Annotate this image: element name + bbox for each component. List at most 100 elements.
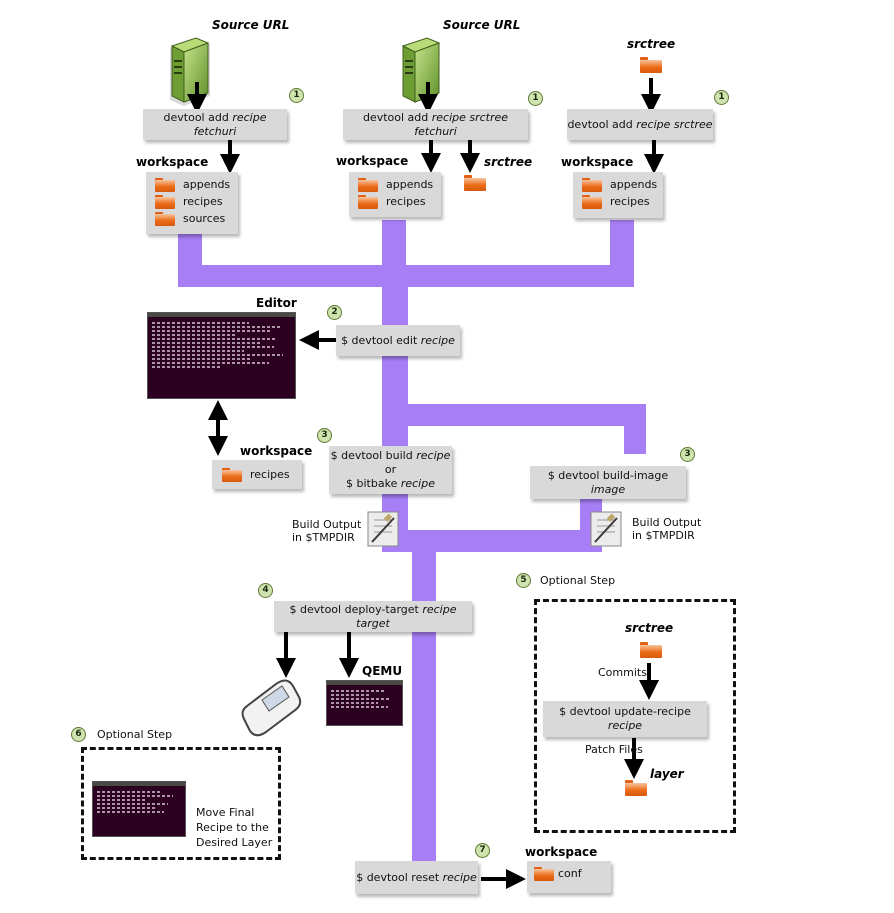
folder-icon <box>358 194 378 209</box>
devtool-build-image-command: $ devtool build-image image <box>530 466 686 499</box>
step-badge: 5 <box>516 573 531 588</box>
folder-icon <box>358 177 378 192</box>
workspace-item: recipes <box>222 466 290 483</box>
workspace-item-label: conf <box>558 866 582 880</box>
editor-label: Editor <box>256 296 297 310</box>
command-args: recipe fetchuri <box>193 110 267 138</box>
editor-terminal <box>147 312 296 399</box>
optional-step-label: Optional Step <box>97 728 173 741</box>
devtool-add-srctree-command: devtool add recipe srctree <box>567 109 713 140</box>
workspace-item-label: recipes <box>183 194 223 208</box>
folder-icon <box>155 211 175 226</box>
layer-folder-icon <box>625 780 647 796</box>
source-url-label: Source URL <box>443 18 521 32</box>
workspace-item: sources <box>155 210 225 227</box>
optional-step-label: Optional Step <box>540 574 616 587</box>
move-final-line: Desired Layer <box>196 836 273 849</box>
server-icon <box>401 37 441 103</box>
document-icon <box>590 511 622 547</box>
step-badge: 2 <box>327 305 342 320</box>
command-args: recipe target <box>356 602 457 630</box>
build-output-line: in $TMPDIR <box>632 529 695 542</box>
workspace-item-label: recipes <box>250 467 290 481</box>
flow-arrows <box>187 78 664 889</box>
folder-icon <box>582 194 602 209</box>
workspace-label: workspace <box>136 155 209 169</box>
move-final-line: Recipe to the <box>196 821 269 834</box>
recipe-terminal <box>92 781 186 837</box>
step-badge: 7 <box>475 843 490 858</box>
command-text: $ bitbake <box>346 477 401 490</box>
build-output-label: Build Output in $TMPDIR <box>632 516 701 542</box>
devtool-update-recipe-command: $ devtool update-recipe recipe <box>543 701 707 737</box>
or-label: or <box>384 463 397 476</box>
command-args: recipe srctree <box>636 117 713 131</box>
srctree-label: srctree <box>625 621 674 635</box>
command-args: recipe <box>442 870 477 884</box>
workspace-item: conf <box>534 865 582 882</box>
workspace-label: workspace <box>240 444 313 458</box>
workspace-item-label: appends <box>183 177 231 191</box>
workspace-2-box: appends recipes <box>349 172 441 217</box>
workspace-item: recipes <box>155 193 223 210</box>
folder-icon <box>155 194 175 209</box>
devtool-reset-command: $ devtool reset recipe <box>355 861 478 894</box>
devtool-deploy-target-command: $ devtool deploy-target recipe target <box>274 601 472 632</box>
command-text: devtool add <box>163 110 233 124</box>
command-args: image <box>590 482 626 496</box>
command-args: recipe <box>607 719 643 732</box>
folder-icon <box>222 467 242 482</box>
workspace-final-box: conf <box>527 861 611 893</box>
workspace-label: workspace <box>336 154 409 168</box>
command-text: devtool add <box>567 117 637 131</box>
build-pipes <box>178 220 646 865</box>
step-badge: 1 <box>528 91 543 106</box>
build-output-line: in $TMPDIR <box>292 531 355 544</box>
step-badge: 6 <box>71 727 86 742</box>
command-text: $ devtool build-image <box>547 468 669 482</box>
workspace-edit-box: recipes <box>212 460 302 489</box>
server-icon <box>170 37 210 106</box>
move-final-label: Move Final Recipe to the Desired Layer <box>196 805 272 850</box>
step-badge: 3 <box>317 428 332 443</box>
workspace-item: recipes <box>358 193 426 210</box>
device-icon <box>241 679 302 737</box>
srctree-folder-icon <box>640 57 662 73</box>
workspace-1-box: appends recipes sources <box>146 172 238 234</box>
build-output-label: Build Output in $TMPDIR <box>292 518 361 544</box>
layer-label: layer <box>650 767 684 781</box>
srctree-folder-icon <box>464 175 486 191</box>
workspace-label: workspace <box>525 845 598 859</box>
srctree-label: srctree <box>627 37 676 51</box>
command-text: $ devtool build <box>330 449 417 462</box>
devtool-build-command: $ devtool build recipe or $ bitbake reci… <box>329 446 452 494</box>
optional-step-6-frame <box>81 747 281 860</box>
folder-icon <box>534 866 554 881</box>
command-text: $ devtool edit <box>341 333 421 347</box>
workspace-item-label: recipes <box>386 194 426 208</box>
step-badge: 3 <box>680 447 695 462</box>
workspace-item-label: appends <box>610 177 658 191</box>
build-output-line: Build Output <box>632 516 702 529</box>
qemu-terminal <box>326 680 403 726</box>
command-text: devtool add <box>362 110 432 124</box>
workspace-item-label: recipes <box>610 194 650 208</box>
qemu-label: QEMU <box>362 664 403 678</box>
step-badge: 4 <box>258 583 273 598</box>
command-args: recipe <box>400 477 435 490</box>
step-badge: 1 <box>289 88 304 103</box>
command-args: recipe <box>420 333 455 347</box>
command-args: recipe <box>416 449 451 462</box>
workspace-item-label: sources <box>183 211 226 225</box>
workspace-item: appends <box>582 176 657 193</box>
workspace-label: workspace <box>561 155 634 169</box>
source-url-label: Source URL <box>212 18 290 32</box>
workspace-item: appends <box>358 176 433 193</box>
devtool-add-fetchuri-command: devtool add recipe fetchuri <box>143 109 287 140</box>
commits-label: Commits <box>598 666 647 679</box>
step-badge: 1 <box>714 90 729 105</box>
workspace-item: recipes <box>582 193 650 210</box>
command-args: recipe srctree fetchuri <box>414 110 509 138</box>
command-text: $ devtool reset <box>356 870 443 884</box>
